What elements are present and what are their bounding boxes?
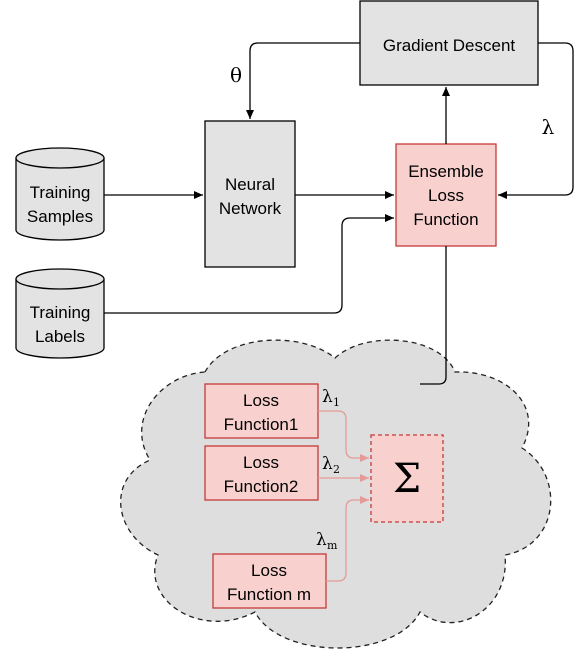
gradient-descent-box: Gradient Descent xyxy=(359,0,539,86)
lambda1-subscript: 1 xyxy=(333,396,340,409)
lambdam-label: λ xyxy=(316,530,327,550)
neural-network-label-line2: Network xyxy=(219,199,282,218)
arrow-lossm-to-sum xyxy=(326,496,369,582)
loss-function-1-label-line1: Loss xyxy=(243,391,279,410)
loss-function-1-box: Loss Function1 xyxy=(204,383,319,439)
ensemble-loss-label-line2: Loss xyxy=(428,186,464,205)
sum-box: Σ xyxy=(370,434,444,523)
training-labels-cylinder: Training Labels xyxy=(15,268,105,359)
lambda2-label: λ xyxy=(322,454,333,474)
training-labels-label-line2: Labels xyxy=(35,327,85,346)
arrow-gd-to-network xyxy=(246,42,360,119)
theta-label: θ xyxy=(230,63,242,87)
line-loss-to-cloud xyxy=(420,246,447,385)
loss-function-1-label-line2: Function1 xyxy=(224,415,299,434)
loss-function-2-label-line1: Loss xyxy=(243,453,279,472)
arrow-loss1-to-sum xyxy=(318,410,369,462)
loss-function-m-label-line2: Function m xyxy=(227,585,311,604)
arrow-labels-to-loss xyxy=(104,214,394,314)
neural-network-label-line1: Neural xyxy=(225,175,275,194)
gradient-descent-label: Gradient Descent xyxy=(383,36,516,55)
lambda-label: λ xyxy=(542,115,555,139)
training-labels-label-line1: Training xyxy=(30,303,91,322)
neural-network-box: Neural Network xyxy=(204,120,296,268)
ensemble-loss-box: Ensemble Loss Function xyxy=(395,143,497,247)
lambda2-subscript: 2 xyxy=(333,463,340,476)
ensemble-loss-label-line1: Ensemble xyxy=(408,162,484,181)
lambdam-subscript: m xyxy=(327,539,338,552)
lambda1-label: λ xyxy=(322,387,333,407)
training-samples-label-line1: Training xyxy=(30,183,91,202)
training-samples-cylinder: Training Samples xyxy=(15,147,105,241)
loss-function-m-box: Loss Function m xyxy=(212,553,327,609)
training-samples-label-line2: Samples xyxy=(27,207,93,226)
loss-function-2-box: Loss Function2 xyxy=(204,445,319,501)
ensemble-cloud xyxy=(120,339,552,649)
ensemble-loss-label-line3: Function xyxy=(413,210,478,229)
loss-function-m-label-line1: Loss xyxy=(251,561,287,580)
sigma-symbol: Σ xyxy=(393,456,421,502)
loss-function-2-label-line2: Function2 xyxy=(224,477,299,496)
arrow-gd-lambda-to-loss xyxy=(498,42,574,199)
